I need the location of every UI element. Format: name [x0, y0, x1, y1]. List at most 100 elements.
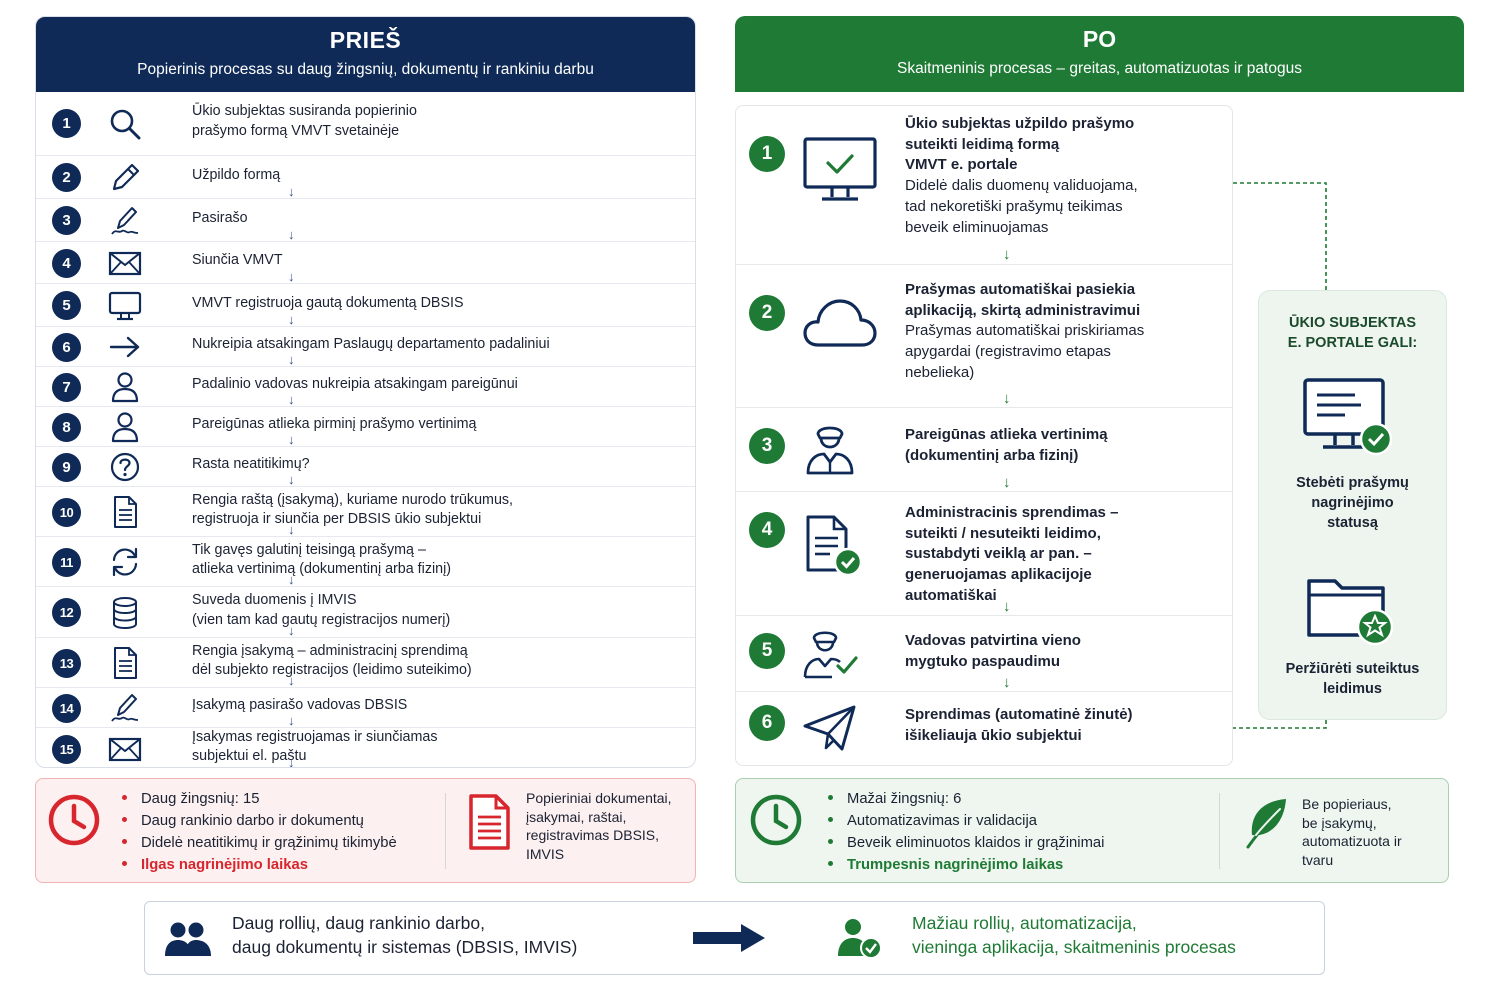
flow-arrow: ↓ [288, 522, 295, 537]
after-summary: Mažai žingsnių: 6 Automatizavimas ir val… [735, 778, 1449, 883]
before-header: PRIEŠ Popierinis procesas su daug žingsn… [36, 17, 695, 92]
step-number: 6 [749, 705, 785, 741]
portal-capabilities-title: ŪKIO SUBJEKTAS E. PORTALE GALI: [1287, 315, 1418, 351]
monitor-check-icon [1303, 378, 1393, 456]
step-number: 4 [749, 512, 785, 548]
view-permits-label: Peržiūrėti suteiktus leidimus [1285, 661, 1420, 697]
step-text: Pasirašo [192, 209, 248, 226]
step-text: Siunčia VMVT [192, 252, 283, 269]
step-number: 2 [52, 163, 81, 192]
paper-plane-icon [802, 704, 858, 757]
step-text: Ūkio subjektas susiranda popierinio praš… [192, 103, 417, 139]
step-text: Vadovas patvirtina vieno mygtuko paspaud… [905, 632, 1081, 670]
after-bullet-2: Automatizavimas ir validacija [828, 810, 1037, 832]
before-step-11: 11 Tik gavęs galutinį teisingą prašymą – … [36, 536, 695, 586]
step-number: 1 [52, 109, 81, 138]
document-icon [108, 646, 142, 679]
flow-arrow: ↓ [288, 269, 295, 284]
step-text: Rengia raštą (įsakymą), kuriame nurodo t… [192, 491, 514, 528]
after-bullet-1: Mažai žingsnių: 6 [828, 788, 961, 810]
flow-arrow: ↓ [1003, 674, 1011, 691]
flow-arrow: ↓ [1003, 246, 1011, 263]
signature-pen-icon [108, 204, 142, 236]
group-users-icon [165, 922, 211, 956]
search-icon [108, 107, 142, 139]
flow-arrow: ↓ [288, 392, 295, 407]
cloud-icon [802, 295, 878, 356]
after-step-6: 6 Sprendimas (automatinė žinutė) išikelia… [736, 691, 1232, 767]
comparison-bar: Daug rollių, daug rankinio darbo, daug d… [144, 901, 1325, 975]
database-icon [108, 596, 142, 629]
step-text: Padalinio vadovas nukreipia atsakingam p… [192, 376, 518, 393]
before-summary: Daug žingsnių: 15 Daug rankinio darbo ir… [35, 778, 696, 883]
before-subtitle: Popierinis procesas su daug žingsnių, do… [137, 61, 594, 78]
after-step-3: 3 Pareigūnas atlieka vertinimą (dokumenti… [736, 407, 1232, 491]
before-panel: PRIEŠ Popierinis procesas su daug žingsn… [35, 16, 696, 768]
before-note: Popieriniai dokumentai, įsakymai, raštai… [526, 790, 672, 862]
flow-arrow: ↓ [1003, 474, 1011, 491]
step-number: 9 [52, 452, 81, 482]
step-text: Įsakymą pasirašo vadovas DBSIS [192, 697, 408, 714]
step-text: Pareigūnas atlieka vertinimą (dokumentin… [905, 426, 1108, 464]
before-step-1: 1 Ūkio subjektas susiranda popierinio pra… [36, 92, 695, 155]
folder-star-icon [1307, 579, 1394, 646]
after-highlight: Trumpesnis nagrinėjimo laikas [828, 854, 1063, 876]
step-text: Pareigūnas atlieka pirminį prašymo verti… [192, 416, 477, 433]
flow-arrow: ↓ [288, 352, 295, 367]
after-roles-text: Mažiau rollių, automatizacija, vieninga … [912, 913, 1236, 957]
step-number: 5 [749, 633, 785, 669]
flow-arrow: ↓ [288, 673, 295, 688]
clock-icon [750, 794, 802, 846]
person-icon [108, 410, 142, 443]
flow-arrow: ↓ [1003, 598, 1011, 615]
step-text: Prašymas automatiškai pasiekia aplikacij… [905, 281, 1145, 381]
step-number: 3 [749, 428, 785, 464]
before-bullet-2: Daug rankinio darbo ir dokumentų [122, 810, 364, 832]
monitor-check-icon [802, 136, 878, 211]
flow-arrow: ↓ [288, 312, 295, 327]
step-text: Tik gavęs galutinį teisingą prašymą – at… [192, 541, 452, 578]
pencil-icon [108, 161, 142, 193]
step-text: Sprendimas (automatinė žinutė) išikeliau… [905, 706, 1133, 744]
step-text: Suveda duomenis į IMVIS (vien tam kad ga… [192, 592, 451, 628]
flow-arrow: ↓ [288, 184, 295, 199]
flow-arrow: ↓ [288, 227, 295, 242]
flow-arrow: ↓ [288, 755, 295, 768]
before-title: PRIEŠ [329, 27, 402, 53]
step-number: 10 [52, 497, 81, 527]
flow-arrow: ↓ [288, 572, 295, 587]
step-text: Užpildo formą [192, 166, 281, 183]
step-text: Rengia įsakymą – administracinį sprendim… [192, 642, 472, 679]
after-subtitle: Skaitmeninis procesas – greitas, automat… [897, 60, 1302, 77]
monitor-icon [108, 289, 142, 321]
step-number: 3 [52, 206, 81, 235]
step-number: 7 [52, 372, 81, 402]
step-text: Rasta neatitikimų? [192, 456, 310, 473]
step-number: 2 [749, 295, 785, 331]
before-bullet-1: Daug žingsnių: 15 [122, 788, 259, 810]
step-number: 8 [52, 412, 81, 442]
flow-arrow: ↓ [288, 432, 295, 447]
before-bullet-3: Didelė neatitikimų ir grąžinimų tikimybė [122, 832, 397, 854]
after-title: PO [1082, 26, 1117, 52]
user-check-icon [838, 919, 882, 959]
dashed-connector [1233, 182, 1327, 729]
envelope-icon [108, 246, 142, 278]
arrow-right-icon [108, 330, 142, 362]
step-number: 15 [52, 734, 81, 764]
leaf-icon [1246, 799, 1286, 849]
officer-check-icon [802, 626, 858, 685]
step-number: 11 [52, 547, 81, 577]
flow-arrow: ↓ [1003, 390, 1011, 407]
before-step-10: 10 Rengia raštą (įsakymą), kuriame nurodo… [36, 486, 695, 536]
step-text: Nukreipia atsakingam Paslaugų departamen… [192, 336, 550, 353]
document-check-icon [802, 514, 866, 583]
step-number: 14 [52, 693, 81, 723]
